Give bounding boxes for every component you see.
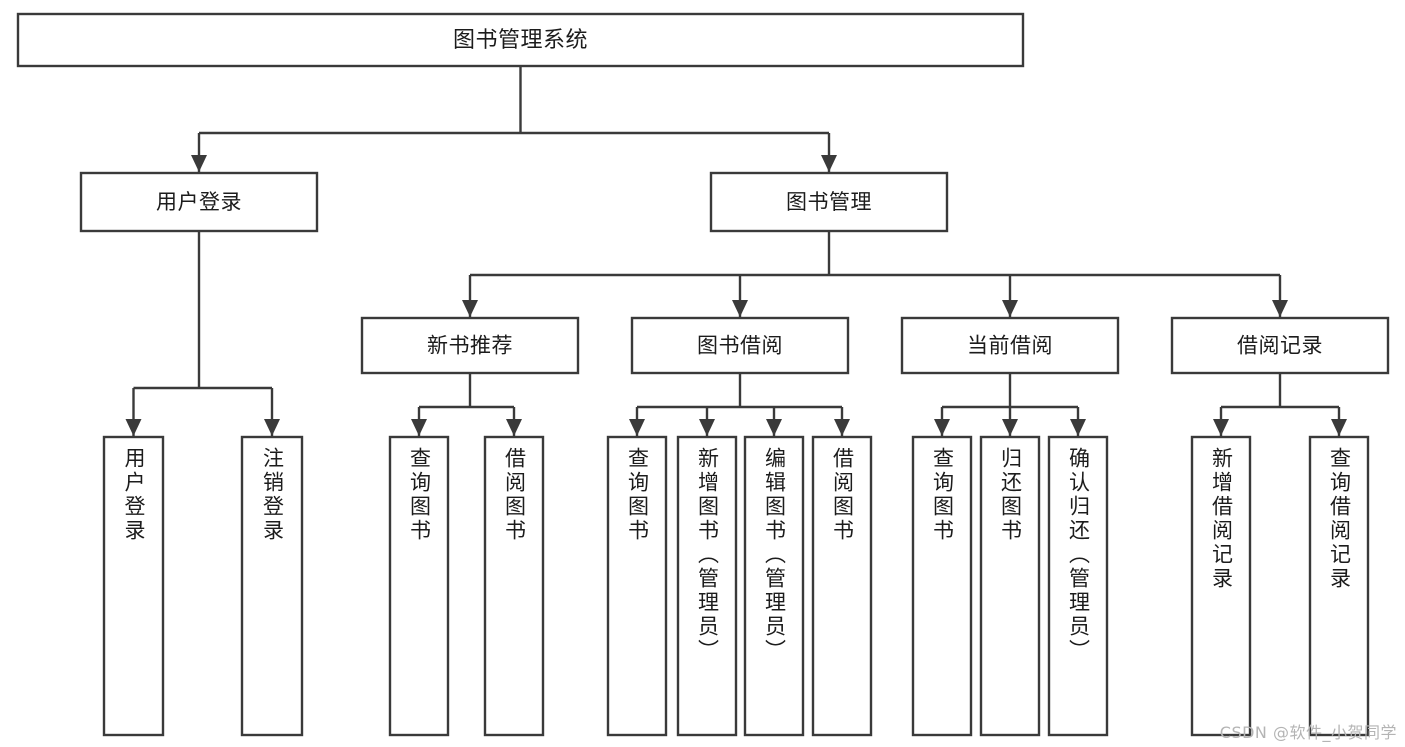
connectors-layer <box>125 66 1347 436</box>
arrow-head-leaf-logout <box>264 419 280 436</box>
arrow-head-leaf-user-login <box>125 419 142 436</box>
node-box-leaf-return-book <box>979 435 1041 737</box>
node-box-leaf-borrow-book <box>811 435 873 737</box>
node-box-leaf-confirm-return <box>1047 435 1109 737</box>
node-label-borrow-records: 借阅记录 <box>1237 334 1323 358</box>
arrow-head-leaf-add-borrow-record <box>1213 419 1229 436</box>
node-box-leaf-query-borrow-record <box>1308 435 1370 737</box>
arrow-head-leaf-query-book-borrow <box>629 419 645 436</box>
arrow-head-current-borrow <box>1002 300 1018 317</box>
arrow-head-leaf-edit-book <box>766 419 782 436</box>
arrow-head-book-borrow <box>732 300 748 317</box>
boxes-layer <box>16 12 1390 737</box>
node-box-leaf-borrow-book-recommend <box>483 435 545 737</box>
arrow-head-new-book-recommend <box>462 300 478 317</box>
node-box-leaf-edit-book <box>743 435 805 737</box>
node-box-leaf-user-login <box>102 435 165 737</box>
node-label-new-book-recommend: 新书推荐 <box>427 334 513 358</box>
node-box-new-book-recommend <box>360 316 580 375</box>
node-box-current-borrow <box>900 316 1120 375</box>
node-box-leaf-query-book-recommend <box>388 435 450 737</box>
node-label-user-login: 用户登录 <box>156 190 242 214</box>
node-box-book-borrow <box>630 316 850 375</box>
arrow-head-leaf-add-book <box>699 419 715 436</box>
arrow-head-book-management <box>821 155 837 172</box>
arrow-head-leaf-query-book-current <box>934 419 950 436</box>
arrow-head-leaf-query-book-recommend <box>411 419 427 436</box>
node-box-root <box>16 12 1025 68</box>
node-box-borrow-records <box>1170 316 1390 375</box>
arrow-head-leaf-query-borrow-record <box>1331 419 1347 436</box>
arrow-head-leaf-borrow-book <box>834 419 850 436</box>
arrow-head-borrow-records <box>1272 300 1288 317</box>
node-label-book-management: 图书管理 <box>786 190 872 214</box>
node-box-leaf-query-book-borrow <box>606 435 668 737</box>
node-label-root: 图书管理系统 <box>453 28 588 53</box>
node-box-leaf-logout <box>240 435 304 737</box>
node-label-book-borrow: 图书借阅 <box>697 334 783 358</box>
node-box-leaf-query-book-current <box>911 435 973 737</box>
node-box-leaf-add-borrow-record <box>1190 435 1252 737</box>
arrow-head-user-login <box>191 155 207 172</box>
node-box-book-management <box>709 171 949 233</box>
node-box-leaf-add-book <box>676 435 738 737</box>
watermark-text: CSDN @软件_小贺同学 <box>1219 723 1397 742</box>
node-box-user-login <box>79 171 319 233</box>
arrow-head-leaf-borrow-book-recommend <box>506 419 522 436</box>
node-label-current-borrow: 当前借阅 <box>967 334 1053 358</box>
arrow-head-leaf-return-book <box>1002 419 1018 436</box>
arrow-head-leaf-confirm-return <box>1070 419 1086 436</box>
